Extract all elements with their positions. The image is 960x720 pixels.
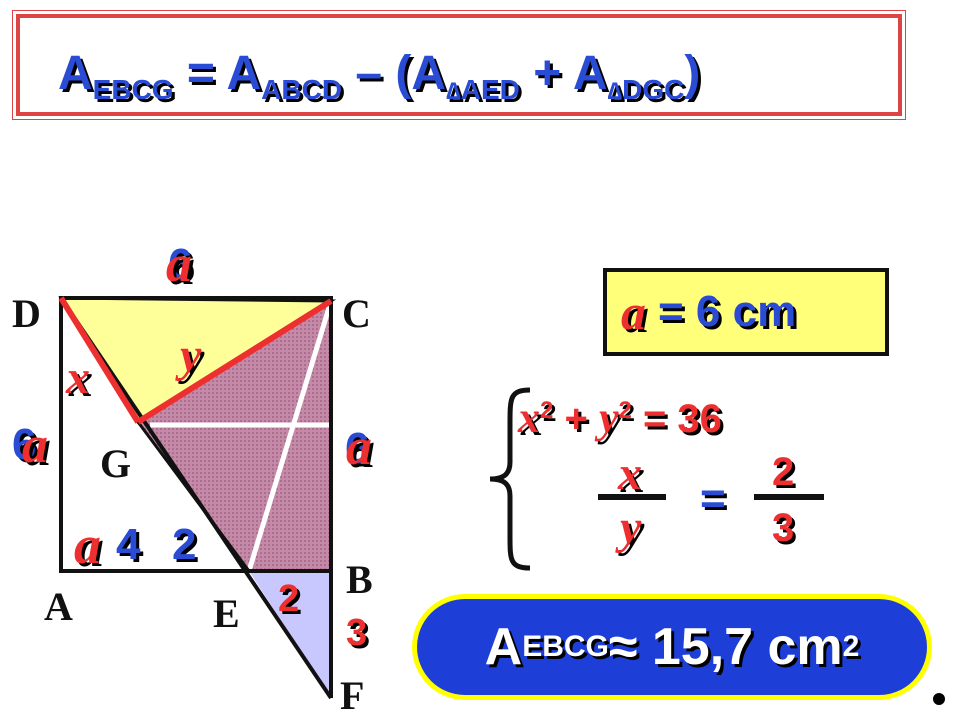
fraction-numerator-2: 2 <box>772 450 795 494</box>
fraction-bar-1 <box>598 494 666 500</box>
result-value: ≈ 15,7 cm <box>608 618 843 676</box>
area-formula: AEBCG = AABCD – (A∆AED + A∆DGC) <box>58 46 700 106</box>
eb-length: 2 <box>278 578 300 620</box>
bottom-side-var: a <box>74 515 101 575</box>
formula-eq: = A <box>173 47 262 100</box>
formula-box: AEBCG = AABCD – (A∆AED + A∆DGC) <box>12 10 906 120</box>
right-side-number: 6 <box>345 424 370 473</box>
given-var: a <box>621 284 646 340</box>
formula-tri1-sub: AED <box>460 74 520 105</box>
slide-end-dot <box>933 693 945 705</box>
result-sub: EBCG <box>522 630 609 663</box>
segment-y-label: y <box>180 329 202 382</box>
left-side-number: 6 <box>12 420 37 469</box>
eq1-y: y <box>598 393 619 442</box>
left-side-var: a <box>22 417 48 474</box>
fraction-denominator-y: y <box>620 501 642 554</box>
point-c: C <box>342 291 371 336</box>
eq1-exp-2: 2 <box>618 397 632 424</box>
result-sup: 2 <box>842 630 860 663</box>
inner-line-2 <box>246 300 334 572</box>
eq1-rhs: = 36 <box>631 397 722 441</box>
top-side-var: a <box>166 236 192 293</box>
formula-close: ) <box>684 47 701 100</box>
formula-abcd-sub: ABCD <box>261 74 343 105</box>
line-ge <box>136 421 251 572</box>
given-side-box: a = 6 cm <box>603 268 889 356</box>
segment-x-label: x <box>66 351 90 404</box>
formula-plus: + A <box>519 47 608 100</box>
square-abcd <box>59 296 333 573</box>
equation-1: x2 + y2 = 36 <box>518 392 722 443</box>
eq1-exp-1: 2 <box>540 397 554 424</box>
ae-length-2: 2 <box>172 520 197 569</box>
point-d: D <box>12 291 41 336</box>
point-a: A <box>44 584 73 629</box>
segment-x <box>58 296 141 424</box>
formula-minus: – (A <box>342 47 447 100</box>
triangle-symbol-1: ∆ <box>446 78 461 105</box>
point-f: F <box>340 673 365 718</box>
fraction-bar-2 <box>754 494 824 500</box>
system-brace <box>489 387 531 571</box>
fraction-numerator-x: x <box>618 447 642 500</box>
triangle-symbol-2: ∆ <box>607 78 623 105</box>
point-g: G <box>100 441 132 486</box>
segment-y <box>136 298 333 425</box>
bf-length: 3 <box>346 612 368 654</box>
given-text: = 6 cm <box>658 287 797 336</box>
formula-lhs: A <box>58 47 93 100</box>
top-side-number: 6 <box>168 240 193 289</box>
ae-length-4: 4 <box>116 520 141 569</box>
point-b: B <box>346 557 373 602</box>
fraction-equals: = <box>700 474 726 523</box>
result-a: A <box>484 618 523 676</box>
point-e: E <box>213 591 240 636</box>
formula-lhs-sub: EBCG <box>92 74 174 105</box>
hatched-region <box>138 301 331 571</box>
eq1-plus: + <box>553 397 599 441</box>
right-side-var: a <box>346 419 372 476</box>
fraction-denominator-3: 3 <box>772 506 795 550</box>
formula-tri2-sub: DGC <box>622 74 685 105</box>
eq1-x: x <box>518 393 540 442</box>
